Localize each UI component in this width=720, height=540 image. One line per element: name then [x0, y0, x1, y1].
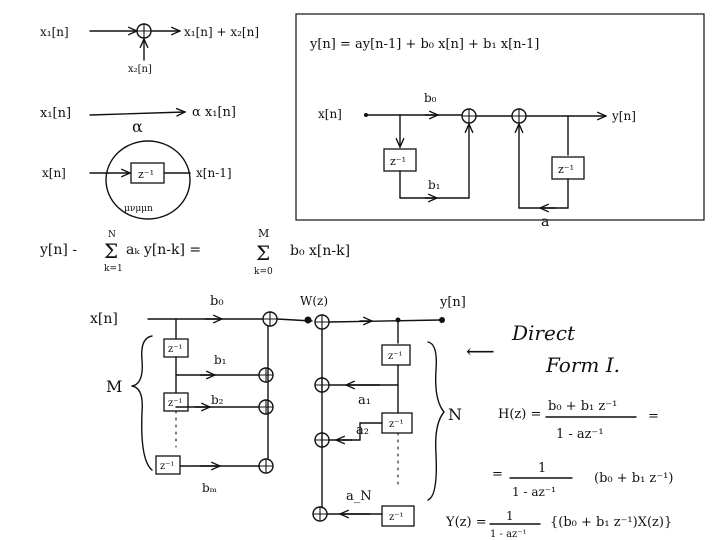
df-fb-sum-icon: [312, 314, 330, 522]
df-aN-label: a_N: [346, 489, 372, 504]
df-M-label: M: [106, 377, 122, 396]
fo-sum2-icon: [511, 108, 527, 124]
general-equation: y[n] - N Σ k=1 aₖ y[n-k] = M Σ k=0 b₀ x[…: [39, 227, 350, 277]
df-fb-delay3: [381, 505, 415, 527]
multiplier-line: [89, 112, 185, 115]
df-title-line2: Form I.: [545, 353, 620, 377]
multiplier-block: x₁[n] α α x₁[n]: [40, 105, 236, 136]
svg-text:z⁻¹: z⁻¹: [388, 351, 403, 362]
first-order-equation: y[n] = ay[n-1] + b₀ x[n] + b₁ x[n-1]: [309, 37, 539, 52]
df-title-line1: Direct: [511, 321, 576, 345]
sum-node-icon: [136, 23, 152, 39]
fo-b0-label: b₀: [424, 91, 437, 105]
gen-sum1-sigma: Σ: [104, 239, 118, 263]
delay-output-label: x[n-1]: [196, 166, 232, 180]
fo-ff-delay-label: z⁻¹: [390, 155, 406, 168]
gen-sum2-sigma: Σ: [256, 241, 270, 265]
adder-input2-label: x₂[n]: [128, 64, 152, 75]
df-output-label: y[n]: [439, 295, 466, 310]
tf-h-lhs: H(z) =: [498, 407, 541, 422]
fo-input-label: x[n]: [318, 107, 342, 121]
df-N-label: N: [448, 405, 462, 424]
tf-h-num: b₀ + b₁ z⁻¹: [548, 399, 617, 414]
gen-sum1-bottom: k=1: [104, 264, 123, 274]
svg-text:z⁻¹: z⁻¹: [168, 344, 183, 355]
df-a2-label: a₂: [356, 423, 369, 438]
gen-sum2-body: b₀ x[n-k]: [290, 243, 350, 259]
delay-input-label: x[n]: [42, 166, 66, 180]
df-b2-label: b₂: [211, 393, 224, 407]
tf-y-rhs: {(b₀ + b₁ z⁻¹)X(z)}: [550, 515, 672, 530]
df-M-brace: [131, 335, 153, 471]
adder-block: x₁[n] x₂[n] x₁[n] + x₂[n]: [40, 23, 259, 75]
tf-y-lhs: Y(z) =: [445, 515, 487, 530]
adder-input1-label: x₁[n]: [40, 25, 69, 39]
df-title-arrow: ⟵: [466, 339, 495, 363]
gen-lhs: y[n] -: [39, 242, 77, 258]
delay-block: x[n] z⁻¹ x[n-1] μνμμn: [42, 140, 232, 220]
first-order-frame: [295, 13, 705, 221]
tf-line2-den: 1 - az⁻¹: [512, 485, 556, 499]
svg-text:z⁻¹: z⁻¹: [389, 419, 404, 430]
gen-sum2-top: M: [258, 227, 269, 240]
delay-box-label: z⁻¹: [138, 168, 154, 181]
svg-text:z⁻¹: z⁻¹: [389, 512, 404, 523]
fo-output-label: y[n]: [611, 109, 636, 123]
multiplier-gain-label: α: [132, 117, 143, 136]
df-fb-delay1: [381, 344, 411, 366]
first-order-panel: y[n] = ay[n-1] + b₀ x[n] + b₁ x[n-1] x[n…: [295, 13, 705, 230]
df-N-brace: [427, 341, 445, 501]
gen-sum1-top: N: [108, 230, 116, 240]
gen-sum1-body: aₖ y[n-k] =: [126, 242, 201, 258]
df-a1-label: a₁: [358, 393, 371, 408]
tf-line2-rhs: (b₀ + b₁ z⁻¹): [594, 471, 673, 486]
fo-sum1-icon: [461, 108, 477, 124]
transfer-function: H(z) = b₀ + b₁ z⁻¹ 1 - az⁻¹ = = 1 1 - az…: [445, 399, 673, 540]
tf-line2-num: 1: [538, 461, 546, 476]
tf-y-num: 1: [506, 509, 514, 523]
gen-sum2-bottom: k=0: [254, 267, 273, 277]
df-input-label: x[n]: [90, 311, 118, 327]
df-bM-label: bₘ: [202, 481, 217, 495]
df-b1-label: b₁: [214, 353, 227, 367]
svg-text:z⁻¹: z⁻¹: [160, 461, 175, 472]
df-b0-label: b₀: [210, 294, 224, 309]
tf-y-den: 1 - az⁻¹: [490, 529, 527, 540]
df-ff-sum-icon: [258, 311, 278, 474]
tf-line2-lhs: =: [492, 467, 503, 482]
direct-form-diagram: x[n] b₀ z⁻¹ z⁻¹ z⁻¹ b₁ b₂ bₘ M: [90, 294, 620, 527]
tf-h-equals: =: [648, 409, 659, 424]
fo-b1-label: b₁: [428, 178, 441, 192]
delay-highlight-circle: [105, 140, 191, 220]
fo-fb-delay-label: z⁻¹: [558, 163, 574, 176]
adder-output-label: x₁[n] + x₂[n]: [184, 25, 259, 39]
fo-a-label: a: [541, 214, 549, 230]
df-w-label: W(z): [300, 294, 328, 308]
tf-h-den: 1 - az⁻¹: [556, 427, 604, 442]
df-ff-delay3: [155, 455, 181, 475]
svg-text:z⁻¹: z⁻¹: [168, 398, 183, 409]
multiplier-output-label: α x₁[n]: [192, 105, 236, 120]
delay-note: μνμμn: [124, 204, 153, 214]
multiplier-input-label: x₁[n]: [40, 106, 71, 121]
